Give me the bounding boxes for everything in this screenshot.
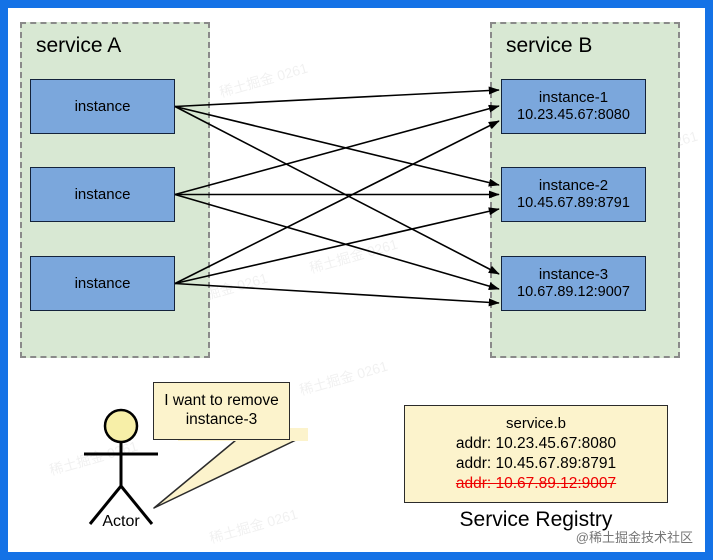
speech-bubble-tail [153,428,308,509]
instance-name: instance [74,274,131,292]
service-a-instance-box[interactable]: instance [30,256,175,311]
registry-entry: addr: 10.45.67.89:8791 [455,454,617,472]
actor-figure [84,408,158,525]
instance-name: instance [74,97,131,115]
registry-service-name: service.b [505,415,567,433]
service-a-instance-box[interactable]: instance [30,79,175,134]
service-registry-caption: Service Registry [459,508,613,531]
speech-line-1: I want to remove [164,392,279,410]
arrow-a1-b3 [174,105,500,275]
actor-leg-left [88,485,123,525]
registry-entry-removed: addr: 10.67.89.12:9007 [455,474,617,492]
brand-watermark: @稀土掘金技术社区 [575,530,693,545]
service-a-title: service A [36,34,122,57]
diagram-canvas: 稀土掘金 0261 稀土掘金 0261 稀土掘金 0261 稀土掘金 0261 … [8,8,705,552]
actor-leg-right [119,485,154,525]
actor-label: Actor [102,513,140,530]
instance-name: instance-2 [538,177,609,195]
arrow-a2-b3 [174,193,500,290]
instance-address: 10.23.45.67:8080 [517,106,630,123]
actor-head-icon [103,408,139,444]
instance-name: instance-1 [538,89,609,107]
watermark-tile: 稀土掘金 0261 [297,357,390,399]
instance-name: instance-3 [538,266,609,284]
arrow-a2-b1 [174,104,500,196]
instance-address: 10.67.89.12:9007 [517,283,630,300]
service-b-instance-box[interactable]: instance-2 10.45.67.89:8791 [501,167,646,222]
arrow-a3-b2 [174,207,500,285]
service-b-title: service B [506,34,593,57]
speech-bubble: I want to remove instance-3 [153,382,290,440]
speech-line-2: instance-3 [185,411,258,428]
instance-name: instance [74,185,131,203]
arrow-a1-b2 [174,105,500,187]
registry-entry: addr: 10.23.45.67:8080 [455,434,617,452]
watermark-tile: 稀土掘金 0261 [307,235,400,277]
service-b-instance-box[interactable]: instance-1 10.23.45.67:8080 [501,79,646,134]
service-a-instance-box[interactable]: instance [30,167,175,222]
service-b-instance-box[interactable]: instance-3 10.67.89.12:9007 [501,256,646,311]
service-registry-box: service.b addr: 10.23.45.67:8080 addr: 1… [404,405,668,503]
watermark-tile: 稀土掘金 0261 [217,59,310,101]
instance-address: 10.45.67.89:8791 [517,194,630,211]
